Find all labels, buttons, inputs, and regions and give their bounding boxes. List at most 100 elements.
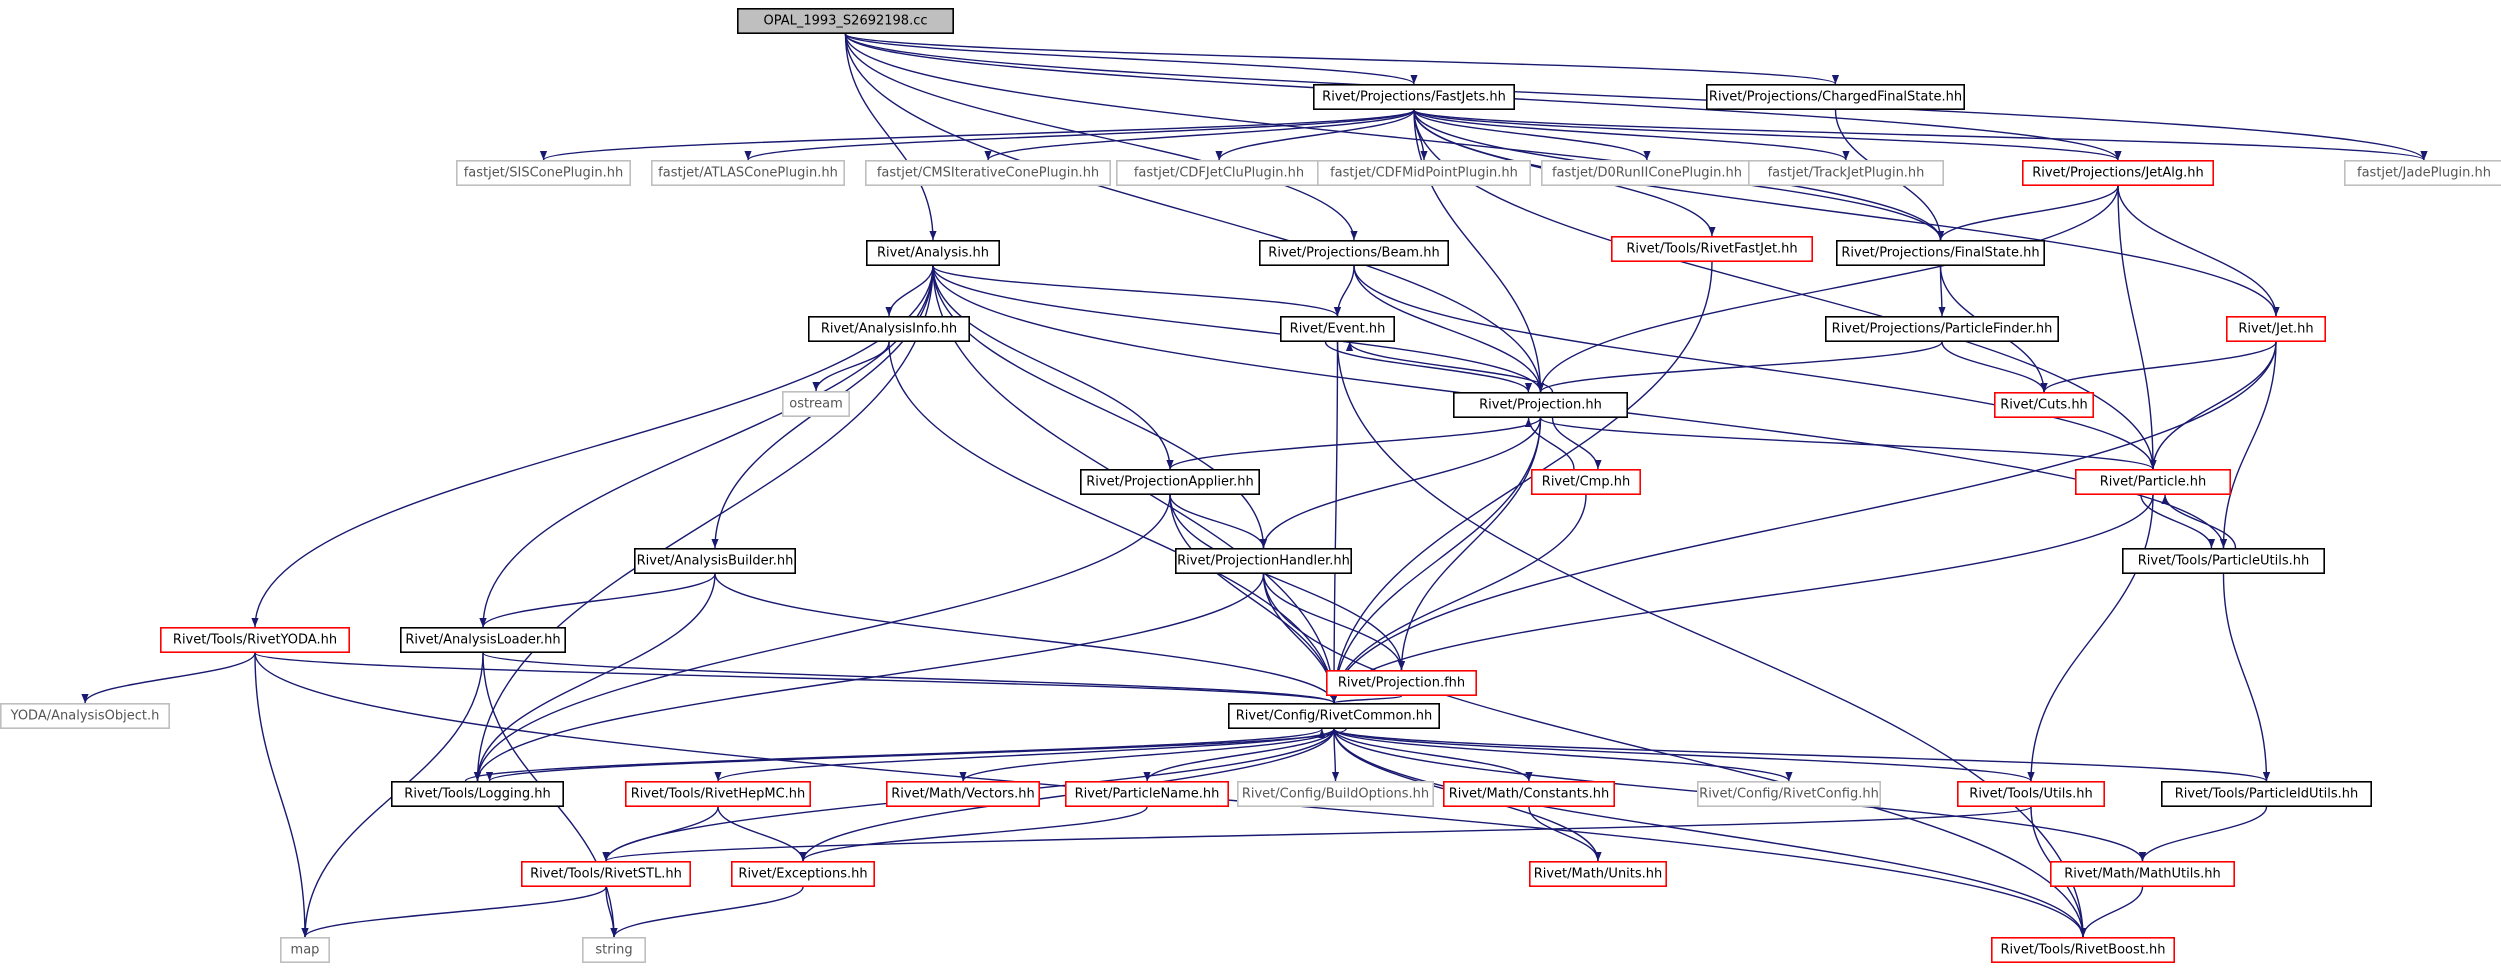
node-rivetcommon[interactable]: Rivet/Config/RivetCommon.hh bbox=[1228, 702, 1441, 729]
node-box bbox=[0, 702, 170, 729]
edge-path bbox=[482, 652, 1338, 704]
node-hepmc[interactable]: Rivet/Tools/RivetHepMC.hh bbox=[624, 780, 811, 807]
edge-path bbox=[1551, 417, 1602, 470]
node-rivetyoda[interactable]: Rivet/Tools/RivetYODA.hh bbox=[160, 626, 350, 653]
node-cmscone[interactable]: fastjet/CMSIterativeConePlugin.hh bbox=[864, 160, 1111, 187]
node-analysisloader[interactable]: Rivet/AnalysisLoader.hh bbox=[399, 626, 566, 653]
edge-path bbox=[2117, 185, 2157, 470]
edge-particleutils-to-particle bbox=[2161, 494, 2237, 549]
edge-analysis-to-projection bbox=[932, 265, 1545, 393]
node-fastjets[interactable]: Rivet/Projections/FastJets.hh bbox=[1313, 84, 1516, 111]
edge-path bbox=[602, 806, 2032, 862]
node-cdfjetclu[interactable]: fastjet/CDFJetCluPlugin.hh bbox=[1116, 160, 1323, 187]
node-string[interactable]: string bbox=[581, 936, 646, 963]
node-analysis[interactable]: Rivet/Analysis.hh bbox=[865, 240, 1000, 267]
node-projhandler[interactable]: Rivet/ProjectionHandler.hh bbox=[1175, 547, 1353, 574]
edge-path bbox=[932, 265, 1545, 393]
node-atlascone[interactable]: fastjet/ATLASConePlugin.hh bbox=[650, 160, 845, 187]
node-buildoptions[interactable]: Rivet/Config/BuildOptions.hh bbox=[1237, 780, 1435, 807]
edge-particlename-to-exceptions bbox=[799, 806, 1148, 862]
node-exceptions[interactable]: Rivet/Exceptions.hh bbox=[730, 860, 875, 887]
edge-rivetcommon-to-pidutils bbox=[1333, 728, 2270, 782]
node-ostream[interactable]: ostream bbox=[781, 390, 850, 417]
node-mathutils[interactable]: Rivet/Math/MathUtils.hh bbox=[2050, 860, 2236, 887]
node-projection[interactable]: Rivet/Projection.hh bbox=[1453, 391, 1629, 418]
node-particlename[interactable]: Rivet/ParticleName.hh bbox=[1065, 780, 1230, 807]
node-label: Rivet/Tools/ParticleIdUtils.hh bbox=[2175, 787, 2359, 802]
edge-rivetcommon-to-utils bbox=[1333, 728, 2035, 782]
edge-rivetcommon-to-hepmc bbox=[714, 728, 1335, 782]
node-particleutils[interactable]: Rivet/Tools/ParticleUtils.hh bbox=[2122, 547, 2326, 574]
edge-analysisloader-to-rivetcommon bbox=[482, 652, 1338, 704]
edge-projection-to-projhandler bbox=[1259, 417, 1542, 549]
edge-path bbox=[2079, 886, 2144, 938]
edge-path bbox=[1936, 185, 2119, 241]
node-label: Rivet/Tools/RivetYODA.hh bbox=[173, 633, 337, 648]
edge-analysisbuilder-to-logging bbox=[473, 573, 716, 782]
node-trackjet[interactable]: fastjet/TrackJetPlugin.hh bbox=[1748, 160, 1945, 187]
node-analysisbuilder[interactable]: Rivet/AnalysisBuilder.hh bbox=[633, 547, 796, 574]
node-jadeplugin[interactable]: fastjet/JadePlugin.hh bbox=[2344, 160, 2501, 187]
node-utils[interactable]: Rivet/Tools/Utils.hh bbox=[1957, 780, 2106, 807]
node-yodaobj[interactable]: YODA/AnalysisObject.h bbox=[0, 702, 170, 729]
edge-rivetcommon-to-vectors bbox=[959, 728, 1335, 782]
node-map[interactable]: map bbox=[279, 936, 330, 963]
node-box bbox=[1531, 468, 1642, 495]
node-pidutils[interactable]: Rivet/Tools/ParticleIdUtils.hh bbox=[2161, 780, 2373, 807]
node-cdfmidpoint[interactable]: fastjet/CDFMidPointPlugin.hh bbox=[1317, 160, 1532, 187]
node-chargedfs[interactable]: Rivet/Projections/ChargedFinalState.hh bbox=[1706, 84, 1966, 111]
node-jetalg[interactable]: Rivet/Projections/JetAlg.hh bbox=[2022, 160, 2215, 187]
node-analysisinfo[interactable]: Rivet/AnalysisInfo.hh bbox=[807, 315, 970, 342]
edge-path bbox=[2040, 341, 2277, 393]
node-siscone[interactable]: fastjet/SISConePlugin.hh bbox=[455, 160, 631, 187]
node-event[interactable]: Rivet/Event.hh bbox=[1280, 315, 1396, 342]
edge-path bbox=[254, 652, 309, 938]
node-cmp[interactable]: Rivet/Cmp.hh bbox=[1531, 468, 1642, 495]
edge-path bbox=[1536, 185, 2119, 393]
node-jet[interactable]: Rivet/Jet.hh bbox=[2226, 315, 2327, 342]
node-label: Rivet/Projections/ChargedFinalState.hh bbox=[1709, 90, 1962, 105]
node-label: Rivet/AnalysisInfo.hh bbox=[821, 322, 957, 337]
node-d0run[interactable]: fastjet/D0RunIIConePlugin.hh bbox=[1541, 160, 1754, 187]
edge-path bbox=[844, 33, 1418, 85]
node-units[interactable]: Rivet/Math/Units.hh bbox=[1529, 860, 1668, 887]
node-cuts[interactable]: Rivet/Cuts.hh bbox=[1994, 391, 2095, 418]
node-label: Rivet/Math/Constants.hh bbox=[1449, 787, 1610, 802]
node-label: YODA/AnalysisObject.h bbox=[10, 709, 160, 724]
edge-pidutils-to-mathutils bbox=[2138, 806, 2268, 862]
node-label: fastjet/SISConePlugin.hh bbox=[464, 166, 624, 181]
node-vectors[interactable]: Rivet/Math/Vectors.hh bbox=[885, 780, 1040, 807]
node-label: string bbox=[595, 943, 632, 958]
node-rivetboost[interactable]: Rivet/Tools/RivetBoost.hh bbox=[1991, 936, 2176, 963]
node-label: Rivet/Projections/ParticleFinder.hh bbox=[1832, 322, 2053, 337]
node-logging[interactable]: Rivet/Tools/Logging.hh bbox=[390, 780, 564, 807]
edge-path bbox=[301, 886, 607, 938]
edge-path bbox=[1537, 341, 1943, 393]
edge-exceptions-to-string bbox=[610, 886, 804, 938]
node-particlefinder[interactable]: Rivet/Projections/ParticleFinder.hh bbox=[1825, 315, 2060, 342]
edge-path bbox=[844, 33, 1545, 393]
node-box bbox=[2226, 315, 2327, 342]
edge-path bbox=[932, 265, 1268, 549]
node-finalstate[interactable]: Rivet/Projections/FinalState.hh bbox=[1836, 240, 2046, 267]
node-particle[interactable]: Rivet/Particle.hh bbox=[2075, 468, 2232, 495]
edge-analysisinfo-to-ostream bbox=[812, 341, 890, 392]
node-label: Rivet/Math/MathUtils.hh bbox=[2064, 867, 2220, 882]
edge-projection-to-projfhh bbox=[1397, 417, 1542, 671]
node-box bbox=[1836, 240, 2046, 267]
node-projapplier[interactable]: Rivet/ProjectionApplier.hh bbox=[1080, 468, 1261, 495]
edge-projection-to-event bbox=[1345, 341, 1554, 393]
edge-beam-to-particle bbox=[1353, 265, 2157, 470]
node-projfhh[interactable]: Rivet/Projection.fhh bbox=[1326, 669, 1478, 696]
node-box bbox=[624, 780, 811, 807]
node-constants[interactable]: Rivet/Math/Constants.hh bbox=[1443, 780, 1616, 807]
node-box bbox=[2122, 547, 2326, 574]
edge-path bbox=[1413, 109, 2122, 161]
node-rivetstl[interactable]: Rivet/Tools/RivetSTL.hh bbox=[520, 860, 691, 887]
node-root[interactable]: OPAL_1993_S2692198.cc bbox=[736, 8, 954, 34]
edge-jetalg-to-projection bbox=[1536, 185, 2119, 393]
node-rivetconfig[interactable]: Rivet/Config/RivetConfig.hh bbox=[1697, 780, 1882, 807]
node-rivetfastjet[interactable]: Rivet/Tools/RivetFastJet.hh bbox=[1611, 236, 1814, 263]
node-beam[interactable]: Rivet/Projections/Beam.hh bbox=[1259, 240, 1450, 267]
